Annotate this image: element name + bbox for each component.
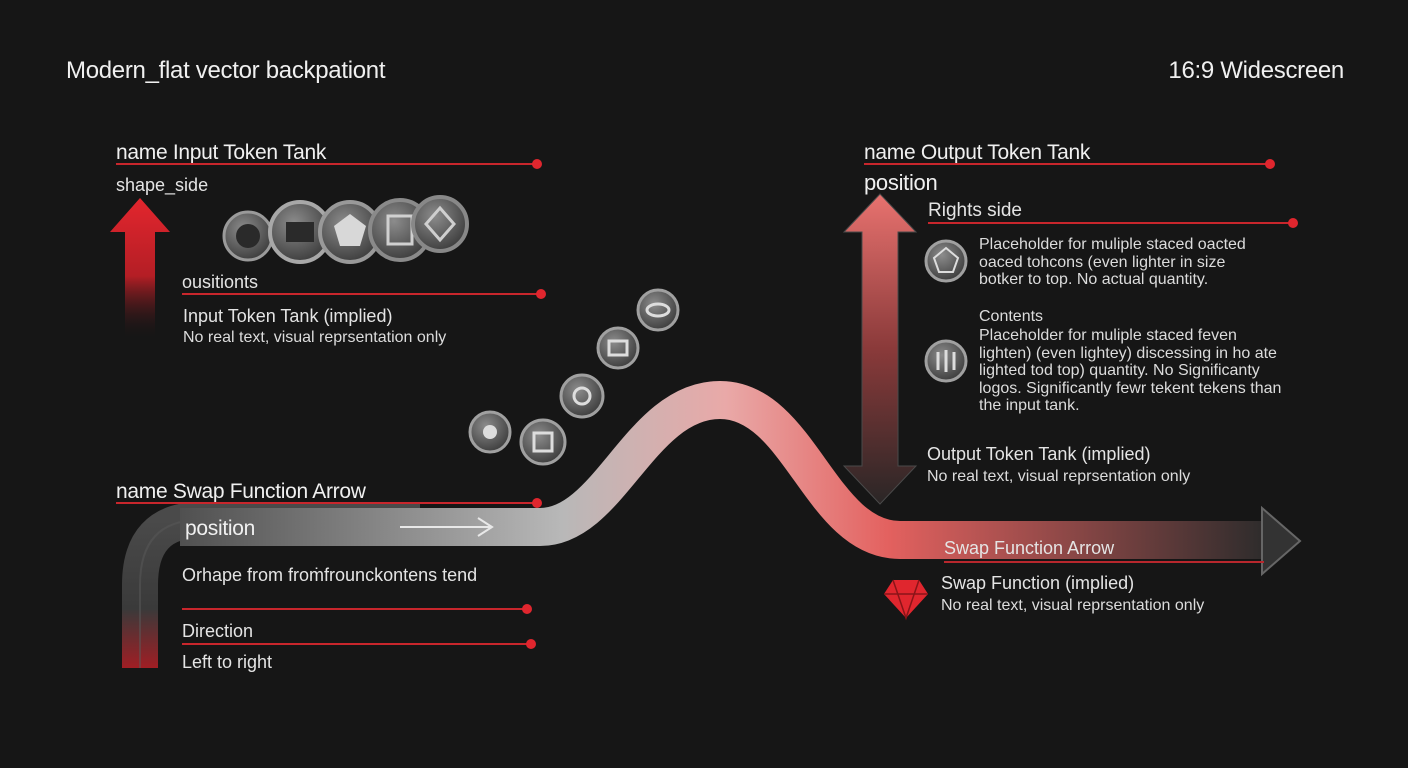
input-token-cluster [222,195,469,264]
swap-arrow-shape-rule [182,608,526,610]
swap-arrow-name: name Swap Function Arrow [116,480,366,503]
input-tank-positions-dot [536,289,546,299]
output-tank-name-dot [1265,159,1275,169]
swap-arrow-position: position [185,517,255,540]
input-tank-name-rule [116,163,536,165]
swap-arrow-direction-rule [182,643,532,645]
swap-arrow-label-rule [944,561,1264,563]
swap-arrow-name-rule [116,502,536,504]
input-tank-implied-title: Input Token Tank (implied) [183,306,393,326]
input-tank-positions: ousitionts [182,272,259,292]
swap-arrow-direction-dot [526,639,536,649]
input-tank-name-dot [532,159,542,169]
swap-arrow-shape-dot [522,604,532,614]
swap-arrow-label: Swap Function Arrow [944,538,1115,558]
flying-tokens [468,288,680,466]
red-gem-icon [884,579,928,621]
input-tank-positions-rule [182,293,538,295]
output-tank-name-rule [864,163,1268,165]
swap-arrow-shape: Orhape from froṁfrounckontens tend [182,565,478,585]
output-tank-side-rule [928,222,1292,224]
swap-function-implied-note: No real text, visual reprsentation only [941,597,1205,614]
output-tank-name: name Output Token Tank [864,141,1091,164]
input-tank-shape: shape_side [116,175,209,195]
output-tank-implied-title: Output Token Tank (implied) [927,444,1151,464]
header-left-title: Modern_flat vector backpationt [66,57,386,84]
header-right-title: 16:9 Widescreen [1168,57,1344,84]
swap-arrow-body [180,380,1302,577]
input-tank-arrow [110,198,170,340]
output-tank-position: position [864,170,938,195]
swap-arrow-name-dot [532,498,542,508]
input-tank-name: name Input Token Tank [116,141,327,164]
output-tank-implied-note: No real text, visual reprsentation only [927,468,1191,485]
swap-function-implied-title: Swap Function (implied) [941,573,1135,593]
input-tank-implied-note: No real text, visual reprsentation only [183,329,447,346]
output-tokens [924,239,968,383]
output-tank-arrow [842,193,918,505]
output-tank-placeholder-1: Placeholder for muliple staced oacted oa… [979,236,1246,289]
swap-arrow-direction-value: Left to right [182,652,273,672]
swap-arrow-direction-label: Direction [182,621,254,641]
output-tank-side: Rights side [928,200,1022,221]
output-tank-side-dot [1288,218,1298,228]
output-tank-placeholder-2: Placeholder for muliple staced feven lig… [979,327,1282,415]
output-tank-contents: Contents [979,308,1044,325]
